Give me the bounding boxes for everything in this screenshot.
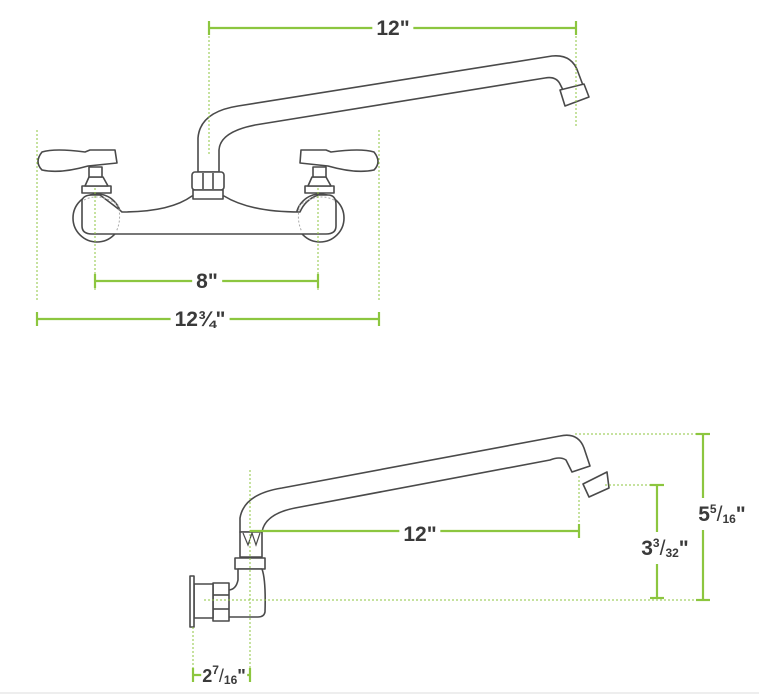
wall-flange [189,575,195,628]
side-dimensions [191,432,710,682]
side-nozzle [582,471,610,498]
inlet-nut [212,582,230,622]
total-height-label: 55/16" [694,498,750,530]
front-body [81,194,337,235]
front-view-faucet [37,55,590,243]
left-handle [37,149,118,173]
elbow-body [227,568,266,618]
side-spout [239,434,591,533]
inlet-pipe [193,583,214,619]
side-spout-reach-label: 12" [399,524,441,546]
front-spout-reach-label: 12" [372,18,414,40]
right-handle [299,149,379,173]
overall-width-label: 12¾" [170,309,230,331]
outlet-height-label: 33/32" [637,532,693,564]
center-nut [191,171,225,191]
wall-offset-label: 27/16" [201,659,247,691]
center-spacing-label: 8" [192,271,222,293]
front-spout [197,55,585,173]
